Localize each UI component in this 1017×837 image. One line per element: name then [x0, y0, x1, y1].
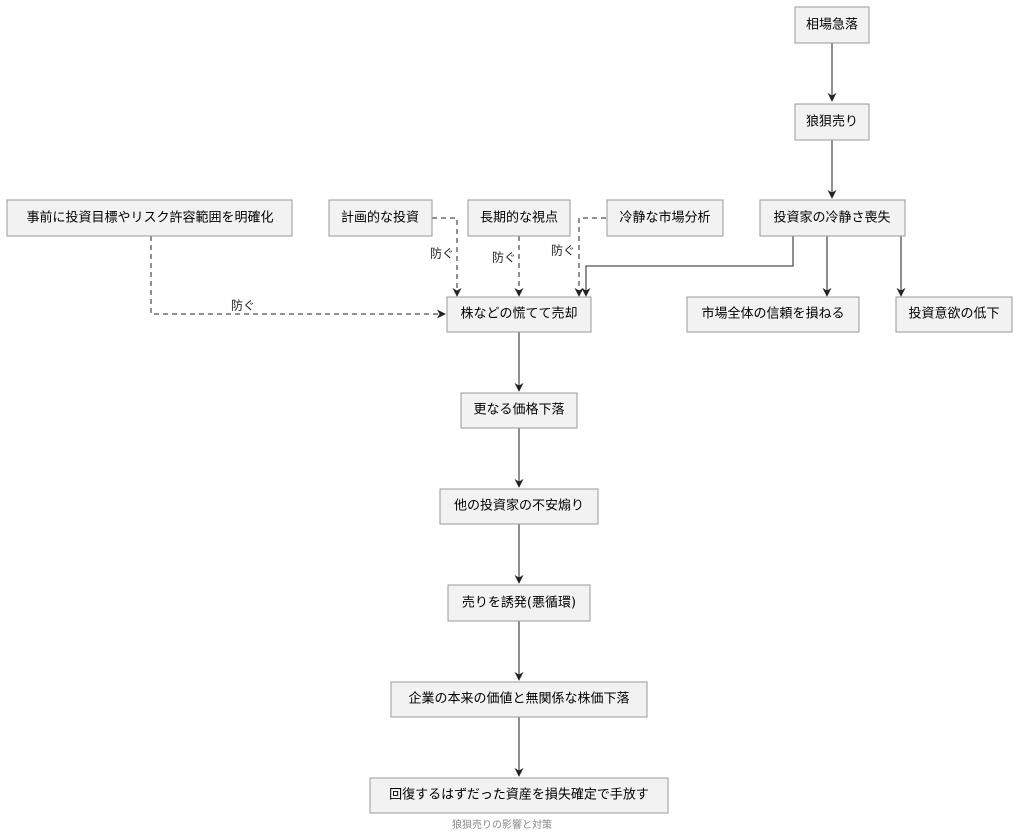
- edge-planned-to-sell: [432, 217, 462, 297]
- edge-analysis-to-sell: [574, 217, 606, 297]
- edges: [150, 43, 906, 777]
- node-panic: 狼狽売り: [794, 103, 870, 141]
- edge-prepare-to-sell: [150, 236, 446, 319]
- node-drop: 更なる価格下落: [460, 392, 578, 429]
- node-panic-label: 狼狽売り: [806, 114, 858, 130]
- node-prepare-label: 事前に投資目標やリスク許容範囲を明確化: [26, 210, 273, 226]
- node-anxiety: 他の投資家の不安煽り: [439, 488, 599, 525]
- node-trust-label: 市場全体の信頼を損ねる: [701, 306, 844, 322]
- node-analysis-label: 冷静な市場分析: [619, 210, 710, 226]
- node-analysis: 冷静な市場分析: [606, 199, 724, 237]
- node-planned-label: 計画的な投資: [341, 210, 419, 226]
- node-anxiety-label: 他の投資家の不安煽り: [454, 498, 584, 514]
- node-longterm-label: 長期的な視点: [480, 210, 558, 226]
- edge-label-prevent-longterm: 防ぐ: [492, 250, 516, 265]
- diagram-caption: 狼狽売りの影響と対策: [452, 818, 552, 831]
- node-unrelated-label: 企業の本来の価値と無関係な株価下落: [408, 691, 629, 707]
- node-sell: 株などの慌てて売却: [446, 296, 592, 333]
- node-vicious: 売りを誘発(悪循環): [447, 584, 591, 622]
- node-lose-calm-label: 投資家の冷静さ喪失: [773, 210, 890, 226]
- node-trust: 市場全体の信頼を損ねる: [686, 296, 860, 333]
- node-prepare: 事前に投資目標やリスク許容範囲を明確化: [6, 199, 293, 237]
- edge-label-prevent-planned: 防ぐ: [430, 246, 454, 261]
- node-sell-label: 株などの慌てて売却: [460, 306, 577, 322]
- node-vicious-label: 売りを誘発(悪循環): [462, 595, 576, 611]
- node-loss-label: 回復するはずだった資産を損失確定で手放す: [389, 787, 649, 803]
- edge-labels: 防ぐ 防ぐ 防ぐ 防ぐ: [231, 243, 575, 313]
- node-motivation: 投資意欲の低下: [895, 296, 1013, 333]
- node-planned: 計画的な投資: [328, 199, 433, 237]
- edge-label-prevent-prepare: 防ぐ: [231, 298, 255, 313]
- node-loss: 回復するはずだった資産を損失確定で手放す: [369, 777, 669, 814]
- node-crash: 相場急落: [794, 6, 870, 44]
- node-crash-label: 相場急落: [806, 18, 858, 33]
- edge-lose-calm-to-sell: [581, 236, 794, 297]
- node-lose-calm: 投資家の冷静さ喪失: [759, 199, 906, 237]
- edge-label-prevent-analysis: 防ぐ: [551, 243, 575, 258]
- node-drop-label: 更なる価格下落: [473, 402, 564, 418]
- node-longterm: 長期的な視点: [467, 199, 571, 237]
- nodes: 相場急落 狼狽売り 投資家の冷静さ喪失 事前に投資目標やリスク許容範囲を明確化 …: [6, 6, 1013, 814]
- node-unrelated: 企業の本来の価値と無関係な株価下落: [390, 681, 648, 718]
- node-motivation-label: 投資意欲の低下: [908, 306, 999, 322]
